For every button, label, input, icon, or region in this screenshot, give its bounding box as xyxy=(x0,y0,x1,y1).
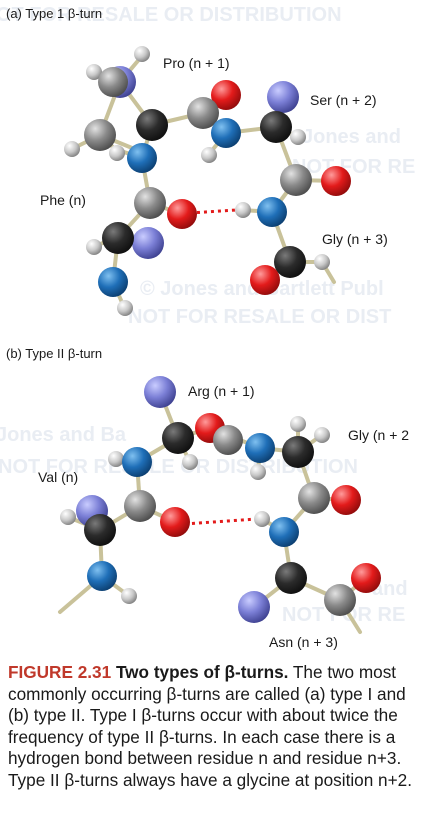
watermark-line: Jones and xyxy=(302,126,401,148)
atoms xyxy=(64,46,351,316)
residue-label-phe: Phe (n) xyxy=(40,192,86,208)
watermark-line: Jones and Ba xyxy=(0,424,127,446)
residue-label-arg: Arg (n + 1) xyxy=(188,383,255,399)
residue-label-asn: Asn (n + 3) xyxy=(269,634,338,650)
residue-label-val: Val (n) xyxy=(38,469,78,485)
type-1-turn-model: Pro (n + 1) Ser (n + 2) Phe (n) Gly (n +… xyxy=(40,46,388,316)
hydrogen-bond xyxy=(184,517,257,526)
figure-title: Two types of β-turns. xyxy=(115,662,289,682)
figure-number: FIGURE 2.31 xyxy=(8,662,112,682)
figure-caption: FIGURE 2.31 Two types of β-turns. The tw… xyxy=(8,662,418,791)
residue-label-gly: Gly (n + 3) xyxy=(322,231,388,247)
panel-a-title: (a) Type 1 β-turn xyxy=(6,6,103,21)
watermark-line: NOT FOR RESALE OR DIST xyxy=(128,306,392,328)
hydrogen-bond xyxy=(189,208,237,215)
watermark-line: OT FOR RESALE OR DISTRIBUTION xyxy=(0,4,342,26)
residue-label-pro: Pro (n + 1) xyxy=(163,55,230,71)
type-2-turn-model: Arg (n + 1) Gly (n + 2 Val (n) Asn (n + … xyxy=(38,376,409,650)
watermark-line: NOT FOR RESALE OR DISTRIBUTION xyxy=(0,456,358,478)
molecule-diagrams: Pro (n + 1) Ser (n + 2) Phe (n) Gly (n +… xyxy=(38,46,409,650)
residue-label-gly: Gly (n + 2 xyxy=(348,427,409,443)
watermark-line: NOT FOR RE xyxy=(292,156,416,178)
caption-body: The two most commonly occurring β-turns … xyxy=(8,662,412,790)
residue-label-ser: Ser (n + 2) xyxy=(310,92,377,108)
panel-b-title: (b) Type II β-turn xyxy=(6,346,103,361)
atoms xyxy=(60,376,381,623)
watermark-line: and xyxy=(372,578,408,600)
